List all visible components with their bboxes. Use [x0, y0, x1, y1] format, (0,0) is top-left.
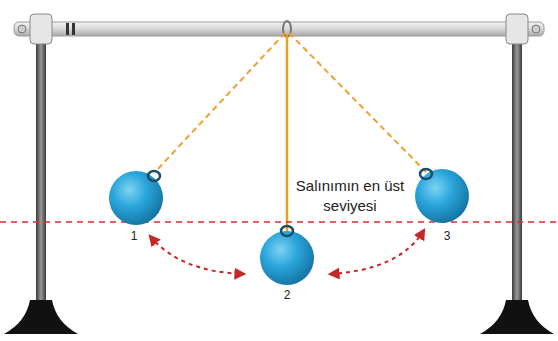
bar-clamp [506, 14, 528, 44]
bar-clamp [30, 14, 52, 44]
bar-mark [66, 23, 69, 35]
callout-number: 1 [131, 229, 138, 245]
swing-arrow [330, 230, 424, 274]
string [286, 34, 289, 232]
callout-number: 2 [284, 288, 291, 304]
cross-bar [14, 22, 544, 36]
bar-knob [532, 25, 540, 33]
level-label: Salınımın en üst seviyesi [294, 176, 406, 215]
bar-mark [72, 23, 75, 35]
stand-pole [512, 26, 522, 304]
stand-base [4, 300, 78, 334]
pendulum-ball [260, 226, 314, 285]
level-line [0, 221, 558, 223]
swing-arrow [150, 236, 244, 274]
stand-pole [36, 26, 46, 304]
pendulum-ball [109, 171, 163, 225]
string-dashed [289, 33, 426, 172]
stand-base [480, 300, 554, 334]
string-dashed [155, 33, 285, 172]
callout-number: 3 [444, 229, 451, 245]
pendulum-ball [415, 169, 469, 223]
bar-knob [18, 25, 26, 33]
